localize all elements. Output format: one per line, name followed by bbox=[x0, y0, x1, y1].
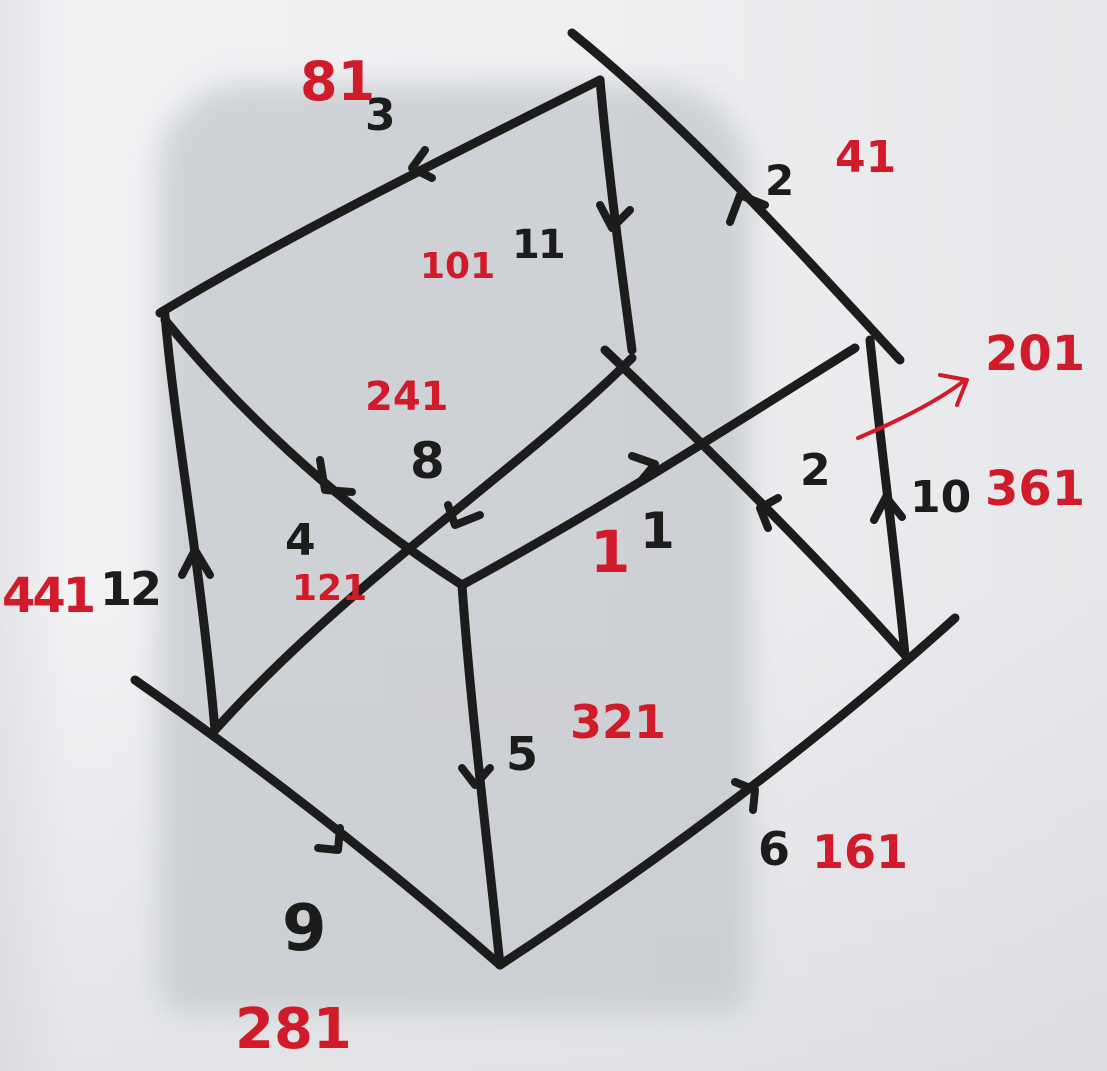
edge-number-2: 2 bbox=[800, 445, 831, 496]
edge-inner-diagonal bbox=[210, 353, 637, 735]
edge-number-1: 1 bbox=[640, 502, 675, 560]
edge-number-6: 6 bbox=[758, 822, 790, 876]
edge-bottom-right bbox=[495, 613, 960, 970]
red-value-161: 161 bbox=[812, 825, 908, 879]
arrowhead-6 bbox=[731, 778, 759, 814]
arrowhead-9 bbox=[314, 824, 344, 854]
arrowhead-8 bbox=[444, 501, 484, 529]
edge-top-back-vertical bbox=[595, 75, 637, 355]
lower-shade bbox=[0, 590, 1107, 1071]
red-output-arrow bbox=[856, 378, 967, 440]
red-value-441: 441 bbox=[2, 568, 94, 624]
edge-center-vertical bbox=[457, 580, 505, 970]
edge-bottom-left bbox=[130, 675, 505, 970]
arrowhead-2-right bbox=[756, 494, 782, 532]
arrowhead-5 bbox=[458, 764, 494, 789]
red-value-281: 281 bbox=[235, 997, 352, 1062]
edge-number-3: 3 bbox=[365, 90, 396, 141]
edge-center-right bbox=[457, 343, 860, 590]
edge-number-8: 8 bbox=[410, 432, 445, 490]
red-value-121: 121 bbox=[292, 568, 367, 609]
red-value-361: 361 bbox=[985, 461, 1085, 517]
red-value-81: 81 bbox=[300, 50, 375, 113]
red-value-241: 241 bbox=[365, 374, 449, 420]
red-value-41: 41 bbox=[835, 132, 896, 183]
edge-number-11: 11 bbox=[512, 222, 564, 268]
red-value-201: 201 bbox=[985, 326, 1085, 382]
arrowhead-10 bbox=[870, 493, 906, 524]
arrowhead-3 bbox=[408, 146, 436, 182]
edge-number-12: 12 bbox=[100, 562, 160, 616]
edge-number-10: 10 bbox=[910, 472, 971, 523]
arrowhead-1 bbox=[628, 452, 659, 486]
arrowhead-2-top bbox=[726, 191, 769, 226]
edge-left-vertical bbox=[160, 310, 220, 735]
edge-number-9: 9 bbox=[282, 892, 327, 966]
arrowhead-11 bbox=[596, 201, 634, 232]
red-arrow-head bbox=[938, 373, 969, 407]
edge-number-2-top: 2 bbox=[765, 156, 794, 205]
arrowhead-12 bbox=[178, 546, 214, 579]
edge-number-4: 4 bbox=[285, 515, 316, 566]
red-value-1: 1 bbox=[590, 518, 630, 586]
edge-top-left bbox=[155, 75, 605, 318]
red-value-321: 321 bbox=[570, 695, 666, 749]
arrowhead-4 bbox=[316, 456, 356, 496]
edge-number-5: 5 bbox=[506, 727, 538, 781]
red-value-101: 101 bbox=[420, 246, 495, 287]
edge-top-right-curve bbox=[567, 28, 905, 365]
